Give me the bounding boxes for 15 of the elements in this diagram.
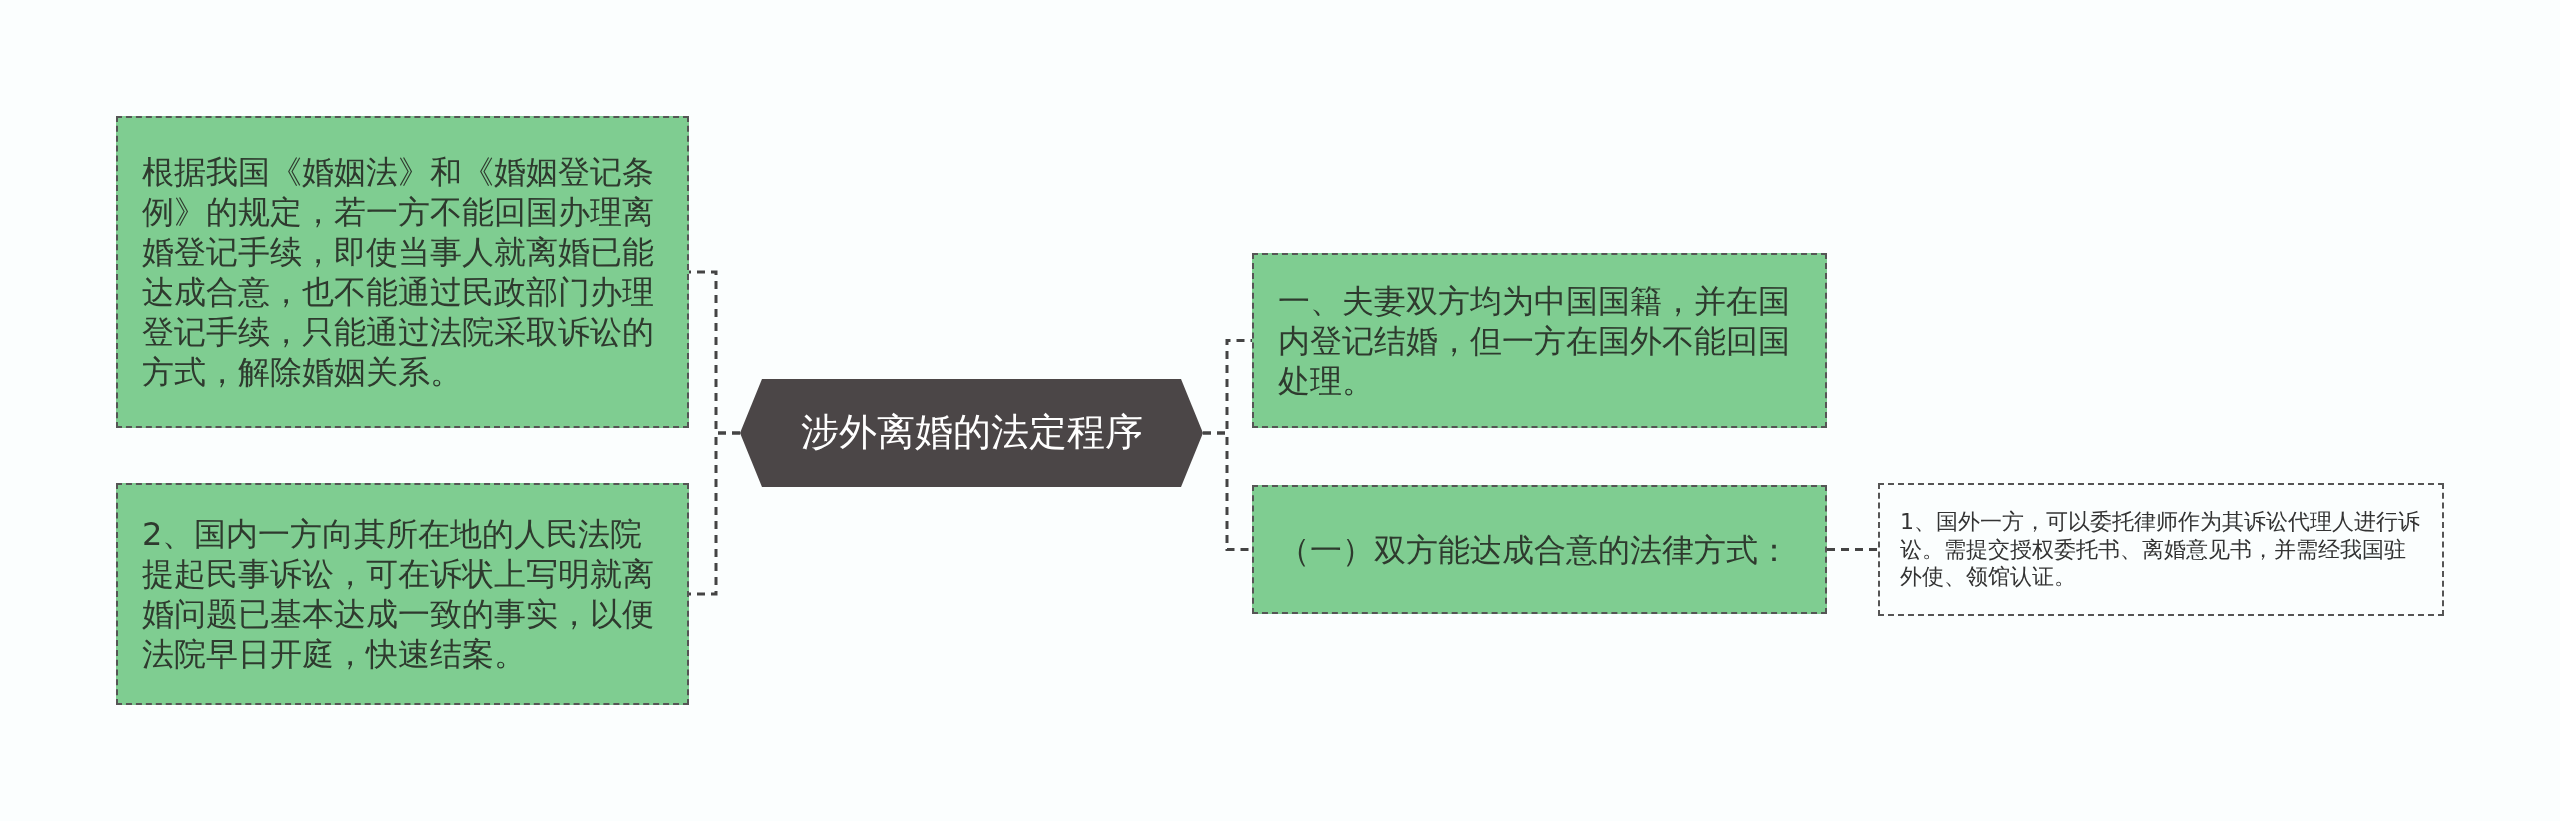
connector-line (1203, 431, 1252, 551)
connector-line (689, 431, 740, 596)
connector-line (1827, 548, 1878, 551)
topic-box (1252, 485, 1827, 614)
subtopic-box (1878, 483, 2444, 616)
topic-hexagon (740, 379, 1203, 487)
topic-text: 2、国内一方向其所在地的人民法院提起民事诉讼，可在诉状上写明就离婚问题已基本达成一致的事实，以便法院早日开庭，快速结案。 (142, 514, 655, 674)
topic-box (116, 116, 689, 428)
topic-text: （一）双方能达成合意的法律方式： (1278, 529, 1791, 570)
topic-text: 1、国外一方，可以委托律师作为其诉讼代理人进行诉讼。需提交授权委托书、离婚意见书，并需经我国驻外使、领馆认证。 (1900, 508, 2421, 591)
topic-text: 涉外离婚的法定程序 (800, 409, 1143, 457)
topic-box (1252, 253, 1827, 428)
topic-text: 根据我国《婚姻法》和《婚姻登记条例》的规定，若一方不能回国办理离婚登记手续，即使当事人就离婚已能达成合意，也不能通过民政部门办理登记手续，只能通过法院采取诉讼的方式，解除婚姻关系。 (142, 152, 655, 392)
topic-text: 一、夫妻双方均为中国国籍，并在国内登记结婚，但一方在国外不能回国处理。 (1278, 280, 1791, 401)
topic-box (116, 483, 689, 705)
